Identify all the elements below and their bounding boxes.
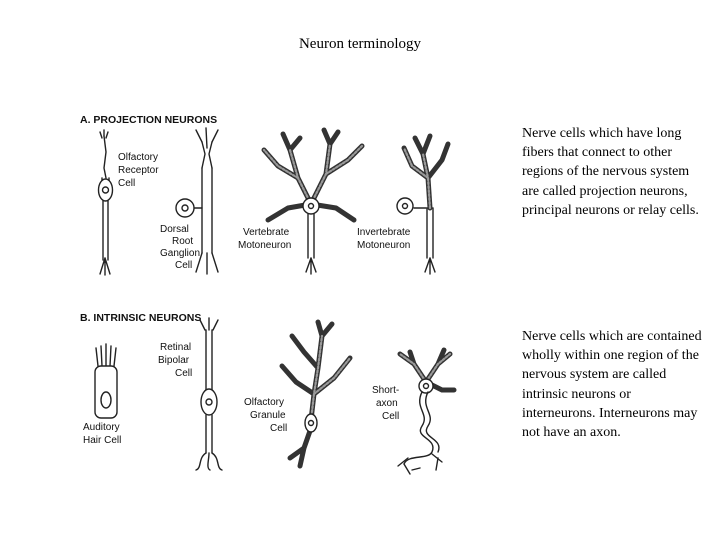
olfactory-receptor-cell-drawing <box>97 129 114 276</box>
short-axon-label: Short- axon Cell <box>372 385 402 422</box>
section-a-header: A. PROJECTION NEURONS <box>80 114 217 126</box>
section-b-header: B. INTRINSIC NEURONS <box>80 312 201 324</box>
short-axon-cell-drawing <box>397 347 457 475</box>
invertebrate-motoneuron-drawing <box>396 133 451 275</box>
page-title: Neuron terminology <box>298 36 422 52</box>
dorsal-root-ganglion-cell-drawing <box>175 127 219 275</box>
invertebrate-motoneuron-label: Invertebrate Motoneuron <box>357 227 413 251</box>
intrinsic-neurons-description: Nerve cells which are contained wholly w… <box>522 329 702 441</box>
auditory-hair-cell-label: Auditory Hair Cell <box>83 422 122 446</box>
vertebrate-motoneuron-label: Vertebrate Motoneuron <box>238 227 292 251</box>
olfactory-granule-cell-drawing <box>279 319 353 469</box>
dorsal-root-label: Dorsal Root Ganglion Cell <box>160 224 203 271</box>
retinal-bipolar-cell-drawing <box>195 317 223 471</box>
projection-neurons-description: Nerve cells which have long fibers that … <box>522 126 699 218</box>
olfactory-receptor-label: Olfactory Receptor Cell <box>118 152 161 189</box>
vertebrate-motoneuron-drawing <box>261 127 365 275</box>
auditory-hair-cell-drawing <box>94 343 118 419</box>
neuron-types-figure: A. PROJECTION NEURONS Olfactory Receptor… <box>80 114 457 475</box>
olfactory-granule-label: Olfactory Granule Cell <box>244 397 288 434</box>
retinal-bipolar-label: Retinal Bipolar Cell <box>158 342 194 379</box>
